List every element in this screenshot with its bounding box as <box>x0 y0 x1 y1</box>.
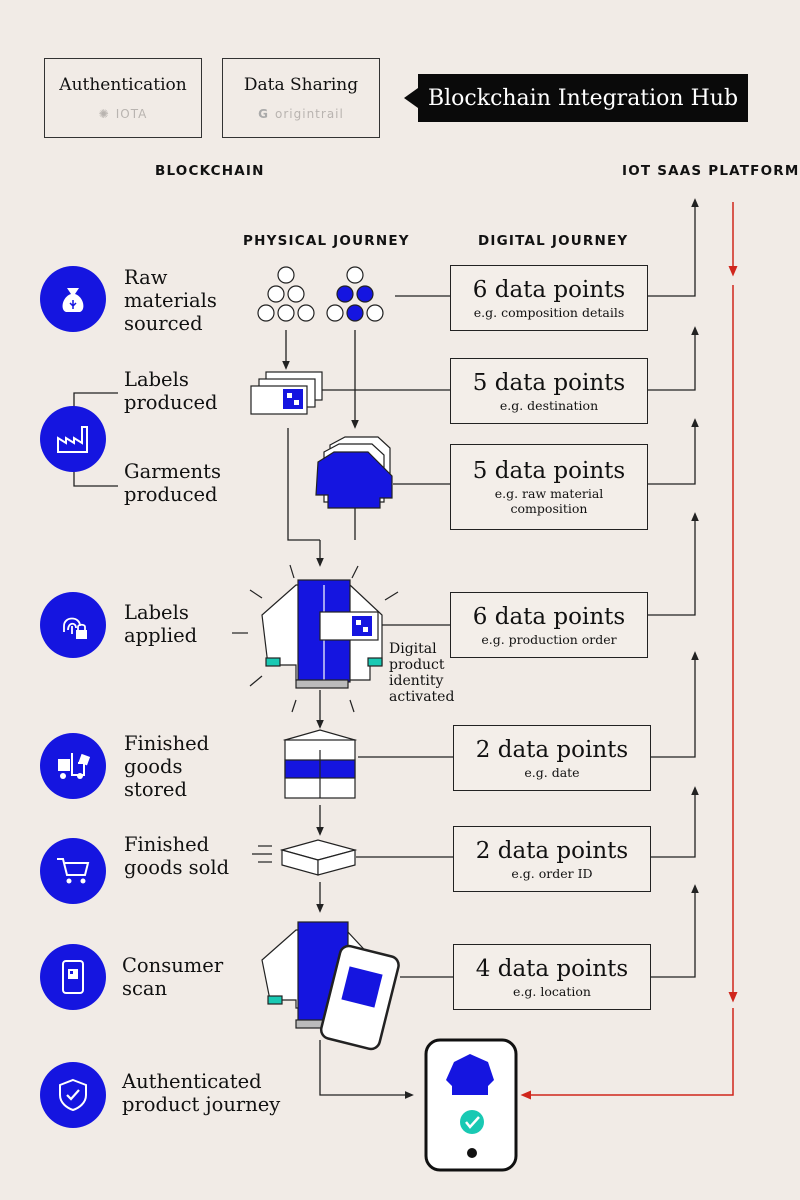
data-points-count: 4 data points <box>475 955 629 982</box>
data-points-count: 6 data points <box>472 603 626 630</box>
origintrail-logo-icon: G <box>258 107 270 121</box>
data-points-example: e.g. production order <box>481 631 617 647</box>
shield-check-icon <box>40 1062 106 1128</box>
data-points-count: 5 data points <box>472 369 626 396</box>
jacket-labels-applied-icon <box>232 564 399 713</box>
fingerprint-lock-icon <box>40 592 106 658</box>
data-box-goods-sold: 2 data points e.g. order ID <box>453 826 651 892</box>
data-points-example: e.g. composition details <box>473 304 625 320</box>
data-box-garments-produced: 5 data points e.g. raw material composit… <box>450 444 648 530</box>
stage-consumer-scan: Consumer scan <box>122 954 224 1000</box>
sack-icon <box>40 266 106 332</box>
data-points-example: e.g. order ID <box>511 865 593 881</box>
consumer-scan-icon <box>261 921 400 1051</box>
digital-connectors <box>320 198 699 978</box>
data-points-example: e.g. date <box>524 764 580 780</box>
stage-raw-materials: Raw materials sourced <box>124 266 217 335</box>
origintrail-logo-text: origintrail <box>275 107 344 121</box>
authentication-box: Authentication ✺ IOTA <box>44 58 202 138</box>
blockchain-heading: BLOCKCHAIN <box>155 163 265 179</box>
data-points-example: e.g. raw material composition <box>494 486 604 516</box>
physical-flow-arrows <box>282 330 414 1099</box>
stage-finished-goods-stored: Finished goods stored <box>124 732 210 801</box>
sold-box-icon <box>252 839 358 876</box>
authentication-title: Authentication <box>59 75 187 95</box>
data-box-raw-materials: 6 data points e.g. composition details <box>450 265 648 331</box>
physical-journey-heading: PHYSICAL JOURNEY <box>243 233 410 249</box>
data-points-count: 2 data points <box>475 837 629 864</box>
data-box-goods-stored: 2 data points e.g. date <box>453 725 651 791</box>
digital-journey-heading: DIGITAL JOURNEY <box>478 233 629 249</box>
raw-material-circles-white <box>257 266 315 322</box>
hub-pointer <box>404 88 418 108</box>
iota-logo-text: IOTA <box>115 107 148 121</box>
data-sharing-title: Data Sharing <box>243 75 359 95</box>
data-points-count: 2 data points <box>475 736 629 763</box>
forklift-icon <box>40 733 106 799</box>
data-box-labels-produced: 5 data points e.g. destination <box>450 358 648 424</box>
authenticated-phone-icon <box>424 1038 518 1172</box>
data-points-example: e.g. location <box>513 983 591 999</box>
phone-qr-icon <box>40 944 106 1010</box>
stage-garments-produced: Garments produced <box>124 460 221 506</box>
stage-authenticated-journey: Authenticated product journey <box>122 1070 281 1116</box>
stage-finished-goods-sold: Finished goods sold <box>124 833 230 879</box>
origintrail-logo: G origintrail <box>258 107 344 121</box>
iota-logo: ✺ IOTA <box>99 107 148 121</box>
digital-identity-note: Digital product identity activated <box>389 641 455 705</box>
cart-icon <box>40 838 106 904</box>
data-points-count: 6 data points <box>472 276 626 303</box>
label-stack-icon <box>250 371 323 415</box>
data-sharing-box: Data Sharing G origintrail <box>222 58 380 138</box>
blockchain-integration-hub: Blockchain Integration Hub <box>418 74 748 122</box>
factory-icon <box>40 406 106 472</box>
stage-labels-produced: Labels produced <box>124 368 218 414</box>
iota-logo-icon: ✺ <box>98 107 110 121</box>
data-box-labels-applied: 6 data points e.g. production order <box>450 592 648 658</box>
garment-stack-icon <box>315 436 393 509</box>
raw-material-circles-blue <box>326 266 384 322</box>
data-points-count: 5 data points <box>472 458 626 484</box>
iot-saas-platform-heading: IOT SAAS PLATFORM <box>622 163 800 179</box>
storage-box-icon <box>282 729 358 799</box>
data-box-consumer-scan: 4 data points e.g. location <box>453 944 651 1010</box>
data-points-example: e.g. destination <box>499 397 599 413</box>
stage-labels-applied: Labels applied <box>124 601 198 647</box>
iot-red-line <box>520 202 738 1100</box>
